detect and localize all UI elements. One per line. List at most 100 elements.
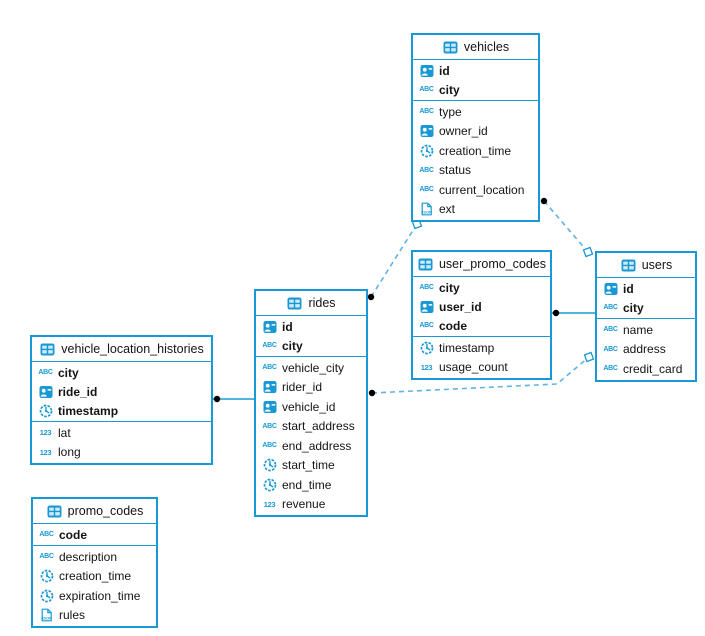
column-rides-rider_id[interactable]: rider_id bbox=[256, 378, 366, 398]
column-users-id[interactable]: id bbox=[597, 279, 695, 298]
column-user_promo_codes-city[interactable]: ABC city bbox=[413, 278, 550, 297]
column-label: rules bbox=[59, 608, 86, 623]
column-rides-vehicle_id[interactable]: vehicle_id bbox=[256, 397, 366, 417]
table-title: promo_codes bbox=[67, 504, 144, 518]
uuid-icon bbox=[261, 400, 278, 414]
column-label: credit_card bbox=[623, 361, 683, 376]
column-vehicles-creation_time[interactable]: creation_time bbox=[413, 141, 538, 161]
text-icon: ABC bbox=[419, 166, 434, 174]
column-promo_codes-rules[interactable]: JSON rules bbox=[33, 606, 156, 626]
column-rides-end_time[interactable]: end_time bbox=[256, 475, 366, 495]
column-vehicles-id[interactable]: id bbox=[413, 61, 538, 80]
text-icon: ABC bbox=[262, 442, 277, 450]
svg-text:JSON: JSON bbox=[421, 210, 432, 215]
column-label: lat bbox=[58, 425, 71, 440]
column-promo_codes-creation_time[interactable]: creation_time bbox=[33, 567, 156, 587]
column-label: city bbox=[439, 280, 460, 295]
column-label: vehicle_city bbox=[282, 360, 345, 375]
column-label: rider_id bbox=[282, 380, 323, 395]
table-title: vehicles bbox=[463, 40, 510, 54]
text-icon: ABC bbox=[603, 326, 618, 334]
column-label: user_id bbox=[439, 299, 482, 314]
uuid-icon bbox=[37, 385, 54, 399]
number-icon: 123 bbox=[39, 428, 52, 438]
column-label: city bbox=[58, 365, 79, 380]
number-icon: 123 bbox=[39, 447, 52, 457]
table-header-vehicles[interactable]: vehicles bbox=[413, 35, 538, 60]
column-vehicle_location_histories-ride_id[interactable]: ride_id bbox=[32, 382, 211, 401]
column-label: status bbox=[439, 163, 472, 178]
text-icon: ABC bbox=[419, 322, 434, 329]
text-icon: ABC bbox=[419, 284, 434, 291]
text-icon: ABC bbox=[603, 365, 618, 373]
column-label: ride_id bbox=[58, 384, 98, 399]
column-label: name bbox=[623, 322, 654, 337]
column-users-credit_card[interactable]: ABC credit_card bbox=[597, 359, 695, 379]
column-user_promo_codes-user_id[interactable]: user_id bbox=[413, 297, 550, 316]
relation-endpoint-square bbox=[582, 246, 594, 258]
relation-line-vehicles-users[interactable] bbox=[543, 200, 589, 253]
text-icon: ABC bbox=[419, 86, 434, 93]
table-icon bbox=[286, 297, 303, 310]
table-header-vehicle_location_histories[interactable]: vehicle_location_histories bbox=[32, 337, 211, 362]
uuid-icon bbox=[418, 300, 435, 314]
column-label: code bbox=[439, 318, 468, 333]
column-label: revenue bbox=[282, 497, 326, 512]
column-user_promo_codes-code[interactable]: ABC code bbox=[413, 316, 550, 335]
uuid-icon bbox=[261, 380, 278, 394]
column-vehicle_location_histories-lat[interactable]: 123 lat bbox=[32, 423, 211, 443]
column-rides-id[interactable]: id bbox=[256, 317, 366, 336]
json-icon: JSON bbox=[418, 202, 435, 216]
svg-text:JSON: JSON bbox=[41, 616, 52, 621]
column-label: address bbox=[623, 342, 666, 357]
uuid-icon bbox=[602, 282, 619, 296]
column-vehicles-status[interactable]: ABC status bbox=[413, 161, 538, 181]
column-users-name[interactable]: ABC name bbox=[597, 320, 695, 340]
column-user_promo_codes-timestamp[interactable]: timestamp bbox=[413, 338, 550, 358]
column-vehicles-owner_id[interactable]: owner_id bbox=[413, 122, 538, 142]
relation-endpoint-dot bbox=[552, 309, 560, 317]
table-header-promo_codes[interactable]: promo_codes bbox=[33, 499, 156, 524]
table-header-users[interactable]: users bbox=[597, 253, 695, 278]
table-header-user_promo_codes[interactable]: user_promo_codes bbox=[413, 252, 550, 277]
table-icon bbox=[620, 259, 637, 272]
table-header-rides[interactable]: rides bbox=[256, 291, 366, 316]
column-label: type bbox=[439, 104, 462, 119]
column-rides-start_time[interactable]: start_time bbox=[256, 456, 366, 476]
column-promo_codes-expiration_time[interactable]: expiration_time bbox=[33, 586, 156, 606]
table-title: rides bbox=[308, 296, 336, 310]
uuid-icon bbox=[418, 64, 435, 78]
relation-endpoint-dot bbox=[540, 197, 548, 205]
json-icon: JSON bbox=[38, 608, 55, 622]
column-vehicle_location_histories-timestamp[interactable]: timestamp bbox=[32, 401, 211, 420]
text-icon: ABC bbox=[262, 342, 277, 349]
text-icon: ABC bbox=[39, 531, 54, 538]
